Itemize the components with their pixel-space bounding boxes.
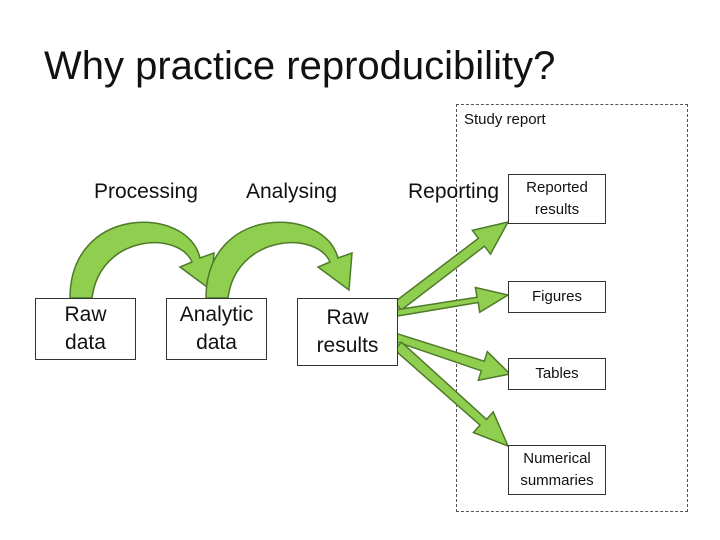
- processing-arrow: [69, 221, 215, 299]
- step-analysing-label: Analysing: [246, 180, 338, 203]
- study-report-label: Study report: [464, 111, 546, 128]
- step-processing-label: Processing: [94, 180, 198, 203]
- raw-data-box: Raw data: [35, 298, 136, 360]
- arrow-to-tables: [393, 332, 512, 382]
- analytic-data-box: Analytic data: [166, 298, 267, 360]
- figures-box: Figures: [508, 281, 606, 313]
- raw-results-box: Raw results: [297, 298, 398, 366]
- reported-results-box: Reported results: [508, 174, 606, 224]
- numerical-summaries-box: Numerical summaries: [508, 445, 606, 495]
- step-reporting-label: Reporting: [408, 180, 500, 203]
- analysing-arrow: [205, 221, 353, 299]
- tables-box: Tables: [508, 358, 606, 390]
- arrow-to-reported-results: [393, 220, 510, 312]
- arrow-to-numerical-summaries: [393, 341, 510, 448]
- slide-title: Why practice reproducibility?: [44, 44, 556, 88]
- study-report-boundary: [456, 104, 688, 512]
- arrow-to-figures: [395, 286, 510, 317]
